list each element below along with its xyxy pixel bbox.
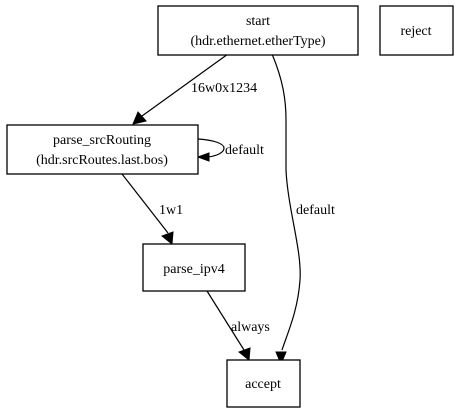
edge-label-1w1: 1w1 <box>159 203 183 218</box>
node-reject: reject <box>379 5 454 56</box>
node-start: start (hdr.ethernet.etherType) <box>157 5 359 56</box>
node-accept-name: accept <box>245 377 281 392</box>
edge-parse-ipv4-to-accept <box>206 290 251 361</box>
node-parse-srcrouting-name: parse_srcRouting <box>53 133 151 148</box>
node-parse-ipv4: parse_ipv4 <box>142 243 246 292</box>
edge-label-start-default: default <box>296 203 335 218</box>
edge-parse-srcrouting-to-parse-ipv4 <box>121 173 174 245</box>
node-parse-srcrouting-selector: (hdr.srcRoutes.last.bos) <box>36 153 168 168</box>
edge-start-to-parse-srcrouting <box>132 53 229 125</box>
edge-label-self-default: default <box>225 143 264 158</box>
node-accept: accept <box>226 359 301 408</box>
edge-label-always: always <box>231 320 270 335</box>
edge-label-16w0x1234: 16w0x1234 <box>191 81 257 96</box>
node-parse-ipv4-name: parse_ipv4 <box>163 262 224 277</box>
node-start-selector: (hdr.ethernet.etherType) <box>190 34 325 49</box>
node-reject-name: reject <box>400 24 431 39</box>
node-parse-srcrouting: parse_srcRouting (hdr.srcRoutes.last.bos… <box>6 124 199 175</box>
edge-parse-srcrouting-self-loop <box>196 138 225 162</box>
edge-start-to-accept <box>271 53 301 366</box>
node-start-name: start <box>246 14 270 29</box>
